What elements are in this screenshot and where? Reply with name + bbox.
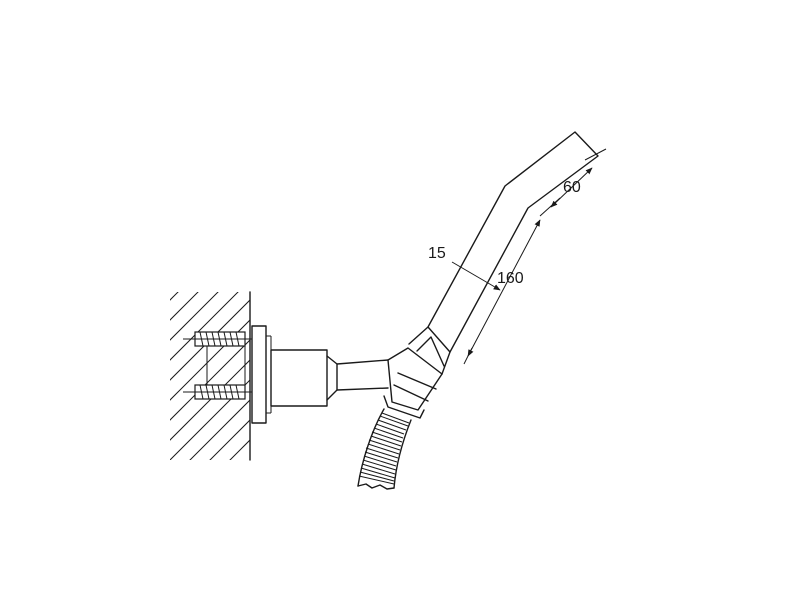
shower-hose [357,408,412,490]
dimension-160-label: 160 [497,270,524,287]
dimension-60-label: 60 [563,179,581,196]
wall-section [170,291,251,461]
dimension-15-label: 15 [428,245,446,262]
hand-shower [408,131,599,375]
swivel-arm [336,359,389,391]
wall-hatching [170,292,250,460]
dimension-160: 160 [463,219,541,365]
dimension-15: 15 [428,245,501,291]
wall-flange [251,325,272,424]
bracket-body [270,349,338,407]
dimension-60: 60 [539,148,607,217]
handshower-holder [383,347,443,419]
wall-anchor-top [183,331,252,347]
anchor-spacers [206,346,246,385]
wall-anchor-bottom [183,384,252,400]
